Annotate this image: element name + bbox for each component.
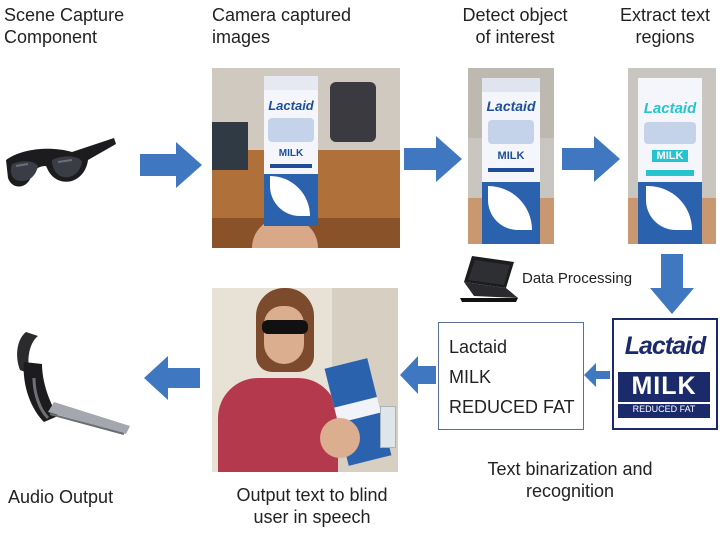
extract-line1: Extract text — [610, 4, 720, 26]
detected-object-image: Lactaid MILK — [468, 68, 554, 244]
recognized-line-1: Lactaid — [449, 337, 507, 358]
region-brand: Lactaid — [638, 100, 702, 117]
binarization-line2: recognition — [470, 480, 670, 502]
bluetooth-headset-icon — [4, 318, 134, 442]
binarized-brand: Lactaid — [616, 332, 714, 361]
camera-glasses-icon — [2, 130, 120, 200]
output-line2: user in speech — [222, 506, 402, 528]
recognized-line-2: MILK — [449, 367, 491, 388]
output-user-photo — [212, 288, 398, 472]
person-hands — [320, 418, 360, 458]
detected-carton: Lactaid MILK — [482, 78, 540, 244]
detect-line1: Detect object — [440, 4, 590, 26]
person-sunglasses — [262, 320, 308, 334]
laptop-icon — [458, 254, 520, 308]
detect-line2: of interest — [440, 26, 590, 48]
person-body — [218, 378, 338, 472]
detected-product: MILK — [482, 150, 540, 162]
data-processing-label: Data Processing — [522, 268, 632, 290]
chair — [330, 82, 376, 142]
camera-line2: images — [212, 26, 382, 48]
camera-label: Camera captured images — [212, 4, 382, 48]
recognized-text-box: Lactaid MILK REDUCED FAT — [438, 322, 584, 430]
detected-brand: Lactaid — [482, 98, 540, 114]
binarized-product: MILK — [618, 372, 710, 402]
camera-line1: Camera captured — [212, 4, 382, 26]
arrow-text-to-output — [400, 356, 436, 394]
arrow-glasses-to-camera — [140, 142, 202, 188]
output-line1: Output text to blind — [222, 484, 402, 506]
region-product: MILK — [652, 150, 688, 162]
laptop — [212, 122, 248, 170]
binarization-label: Text binarization and recognition — [470, 458, 670, 502]
arrow-output-to-audio — [144, 356, 200, 400]
person-face — [264, 306, 304, 364]
extract-label: Extract text regions — [610, 4, 720, 48]
arrow-binarize-to-text — [584, 360, 610, 390]
region-carton: Lactaid MILK — [638, 78, 702, 244]
milk-carton: Lactaid MILK — [264, 76, 318, 226]
arrow-detect-to-extract — [562, 136, 620, 182]
extract-line2: regions — [610, 26, 720, 48]
detect-label: Detect object of interest — [440, 4, 590, 48]
scene-capture-line1: Scene Capture — [4, 4, 144, 26]
camera-captured-image: Lactaid MILK — [212, 68, 400, 248]
scene-capture-label: Scene Capture Component — [0, 4, 144, 48]
binarized-sub: REDUCED FAT — [618, 404, 710, 418]
text-regions-image: Lactaid MILK — [628, 68, 716, 244]
arrow-extract-to-binarize — [650, 254, 694, 314]
output-label: Output text to blind user in speech — [222, 484, 402, 528]
carton-brand: Lactaid — [264, 98, 318, 113]
arrow-camera-to-detect — [404, 136, 462, 182]
recognized-line-3: REDUCED FAT — [449, 397, 575, 418]
carton-product: MILK — [264, 148, 318, 159]
binarization-line1: Text binarization and — [470, 458, 670, 480]
binarized-text-image: Lactaid MILK REDUCED FAT — [612, 318, 718, 430]
scene-capture-line2: Component — [4, 26, 144, 48]
audio-output-label: Audio Output — [8, 486, 138, 508]
glass — [380, 406, 396, 448]
